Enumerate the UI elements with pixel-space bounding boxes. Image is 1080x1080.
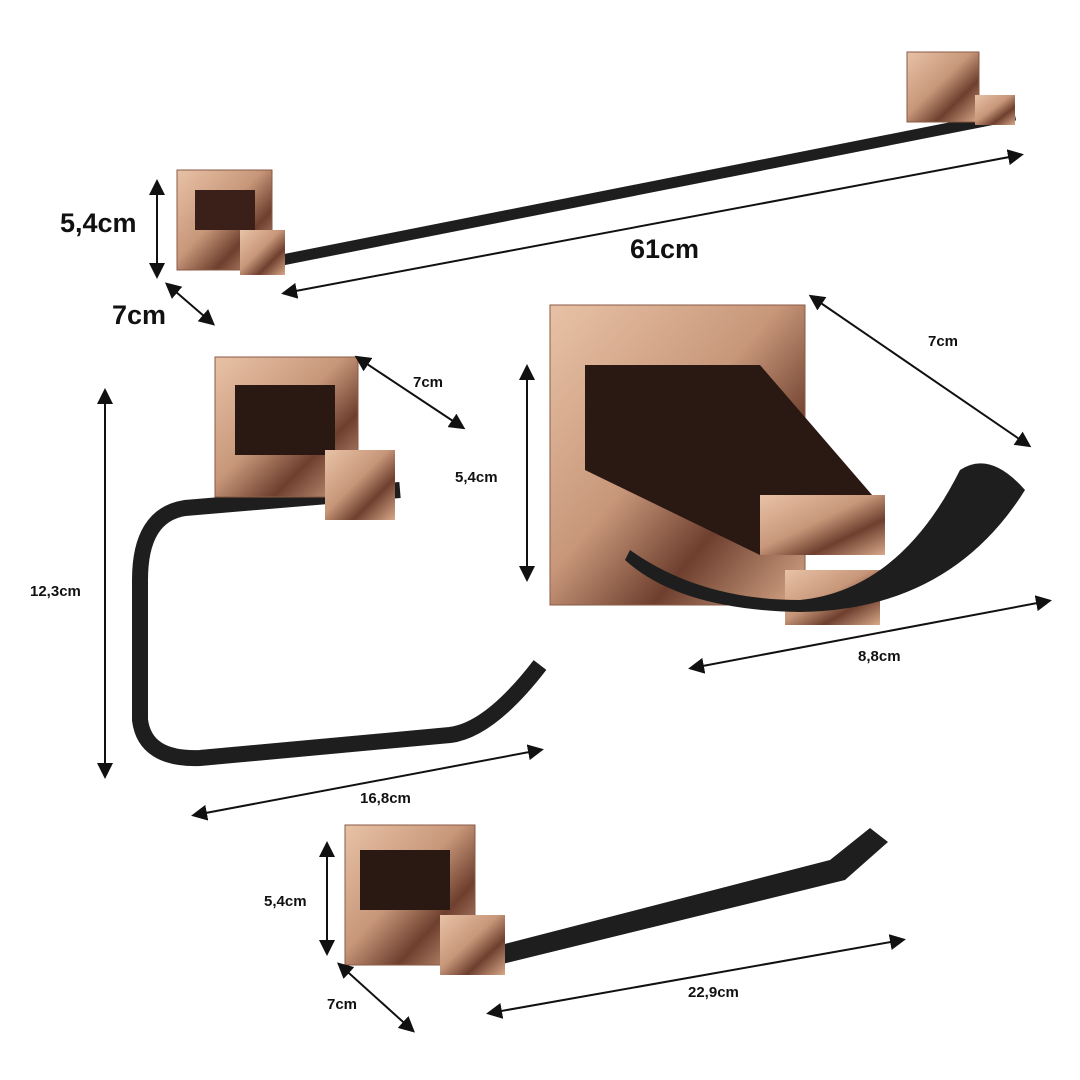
paper-holder-depth-label: 7cm [413, 374, 444, 391]
toilet-paper-holder [132, 356, 547, 767]
paper-holder-width-label: 16,8cm [360, 790, 411, 807]
dimension-lines [97, 149, 1052, 1033]
towel-bar [176, 51, 1017, 275]
towel-hanger [344, 824, 888, 975]
towel-bar-depth-label: 7cm [112, 300, 167, 330]
towel-hanger-height-label: 5,4cm [264, 893, 307, 910]
towel-bar-height-label: 5,4cm [60, 208, 137, 238]
paper-holder-height-label: 12,3cm [30, 583, 81, 600]
towel-hanger-depth-label: 7cm [327, 996, 358, 1013]
towel-hanger-length-label: 22,9cm [688, 984, 739, 1001]
robe-hook-width-label: 8,8cm [858, 648, 901, 665]
robe-hook-depth-label: 7cm [928, 333, 959, 350]
robe-hook [549, 304, 1025, 625]
robe-hook-height-label: 5,4cm [455, 469, 498, 486]
towel-bar-length-label: 61cm [630, 234, 700, 264]
